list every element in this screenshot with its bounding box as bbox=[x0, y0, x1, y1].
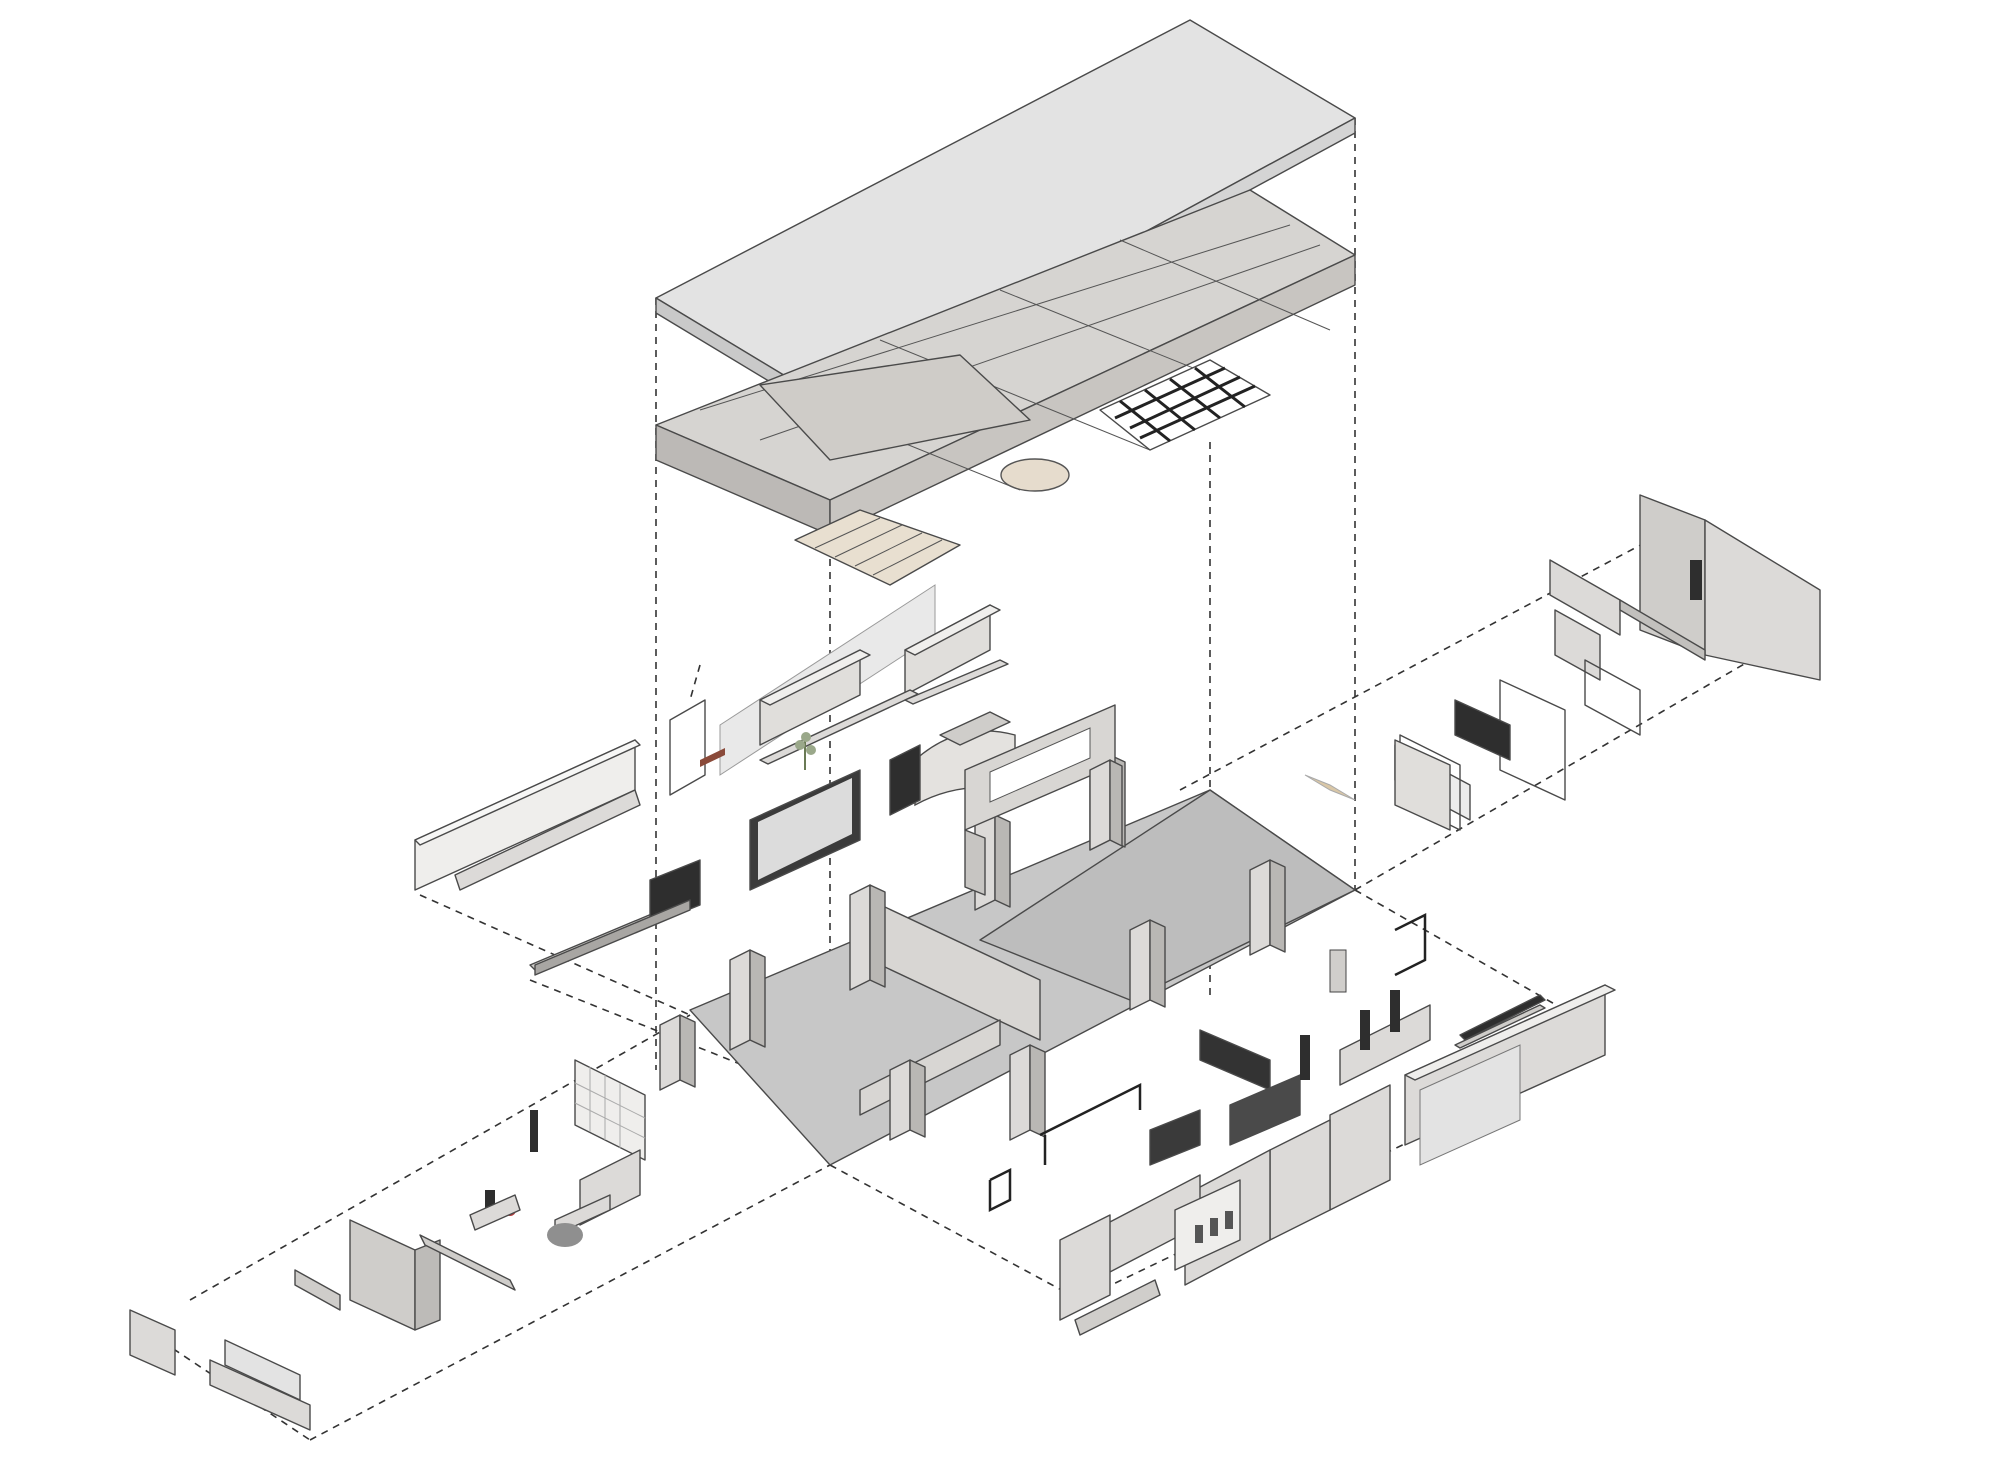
wood-slat-ceiling bbox=[794, 509, 961, 586]
plant-icon bbox=[795, 732, 816, 770]
round-light-fixture bbox=[1000, 458, 1070, 492]
column bbox=[1129, 919, 1166, 1011]
front-right-furniture bbox=[988, 912, 1616, 1336]
column bbox=[1009, 1044, 1046, 1141]
left-wall-elements bbox=[414, 739, 701, 976]
front-left-furniture bbox=[129, 1059, 646, 1431]
column bbox=[659, 1014, 696, 1091]
grid-ceiling-panel bbox=[1099, 359, 1271, 451]
column bbox=[889, 1059, 926, 1141]
column bbox=[849, 884, 886, 991]
ceiling-layer bbox=[655, 189, 1356, 586]
ground-floor bbox=[659, 754, 1356, 1166]
column bbox=[1249, 859, 1286, 956]
framed-opening bbox=[964, 704, 1116, 896]
mid-level-elements bbox=[669, 584, 1123, 896]
wood-piece bbox=[1304, 774, 1356, 801]
right-wall-elements bbox=[1304, 494, 1821, 831]
rock-decor bbox=[547, 1223, 583, 1247]
column bbox=[729, 949, 766, 1051]
